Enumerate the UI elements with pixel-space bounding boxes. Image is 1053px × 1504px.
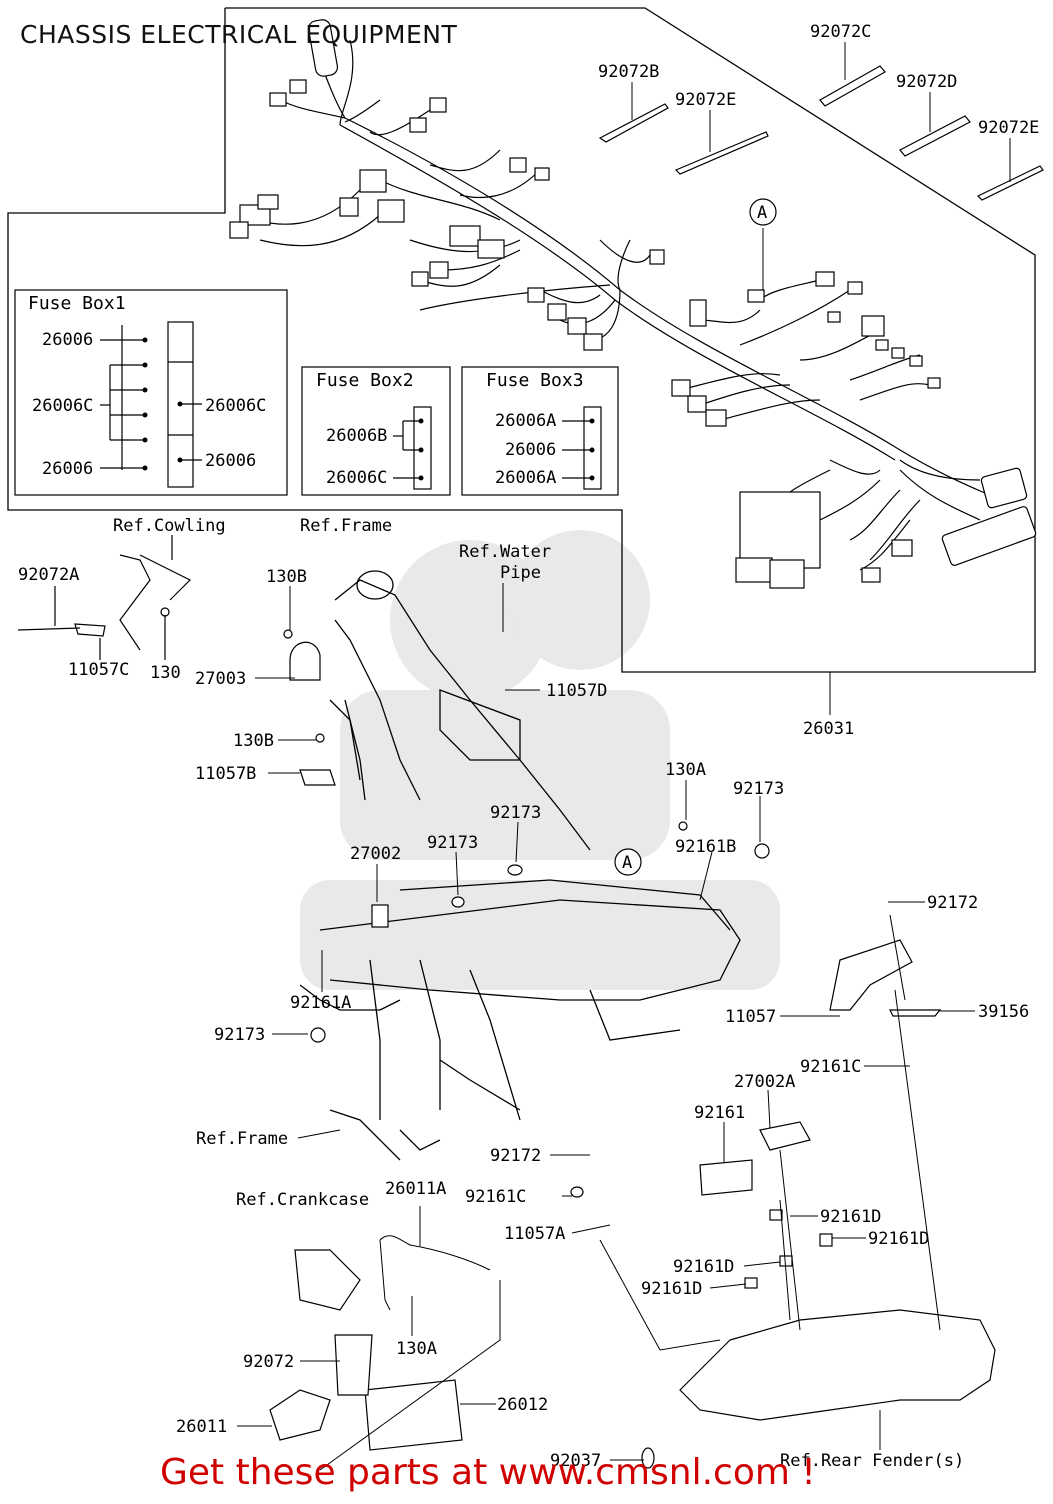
callout-27003: 27003 — [195, 669, 246, 689]
ref-water: Ref.Water — [459, 542, 551, 562]
ref-rear-fender: Ref.Rear Fender(s) — [780, 1451, 964, 1471]
cowling-bracket — [17, 535, 192, 660]
fuse-box-2-label: 26006C — [326, 468, 387, 488]
marker-a-top — [749, 198, 777, 226]
harness-connectors — [229, 19, 1037, 589]
callout-11057C: 11057C — [68, 660, 129, 680]
fuse-box-1-label: 26006C — [205, 396, 266, 416]
cable-ties — [598, 65, 1044, 201]
fuse-box-3 — [461, 366, 619, 496]
ref-pipe: Pipe — [500, 563, 541, 583]
callout-11057: 11057 — [725, 1007, 776, 1027]
callout-92172: 92172 — [927, 893, 978, 913]
callout-92072B: 92072B — [598, 62, 659, 82]
callout-11057D: 11057D — [546, 681, 607, 701]
fuse-box-3-title: Fuse Box3 — [486, 370, 584, 391]
marker-a-lower — [614, 848, 642, 876]
leader-lines — [631, 42, 1011, 715]
callout-92072E: 92072E — [978, 118, 1039, 138]
callout-92173: 92173 — [733, 779, 784, 799]
callout-27002A: 27002A — [734, 1072, 795, 1092]
callout-92161B: 92161B — [675, 837, 736, 857]
fuse-box-3-label: 26006A — [495, 411, 556, 431]
fuse-box-2-title: Fuse Box2 — [316, 370, 414, 391]
marker-a-label: A — [622, 853, 632, 873]
ref-cowling: Ref.Cowling — [113, 516, 226, 536]
right-leaders — [237, 901, 975, 1471]
callout-92173: 92173 — [427, 833, 478, 853]
callout-26011A: 26011A — [385, 1179, 446, 1199]
ref-frame: Ref.Frame — [196, 1129, 288, 1149]
callout-92161D: 92161D — [820, 1207, 881, 1227]
callout-26031: 26031 — [803, 719, 854, 739]
right-parts — [269, 939, 996, 1469]
callout-92161: 92161 — [694, 1103, 745, 1123]
ref-crankcase: Ref.Crankcase — [236, 1190, 369, 1210]
marker-a-label: A — [757, 203, 767, 223]
callout-130A: 130A — [396, 1339, 437, 1359]
frame-drawing — [299, 570, 741, 1161]
fuse-box-1-label: 26006C — [32, 396, 93, 416]
harness-outline — [7, 7, 1036, 673]
fuse-box-1-label: 26006 — [42, 330, 93, 350]
callout-130: 130 — [150, 663, 181, 683]
callout-92072E: 92072E — [675, 90, 736, 110]
ref-frame: Ref.Frame — [300, 516, 392, 536]
callout-92161C: 92161C — [800, 1057, 861, 1077]
callout-92161C: 92161C — [465, 1187, 526, 1207]
callout-26012: 26012 — [497, 1395, 548, 1415]
fuse-box-3-label: 26006 — [505, 440, 556, 460]
fuse-box-1 — [14, 289, 288, 496]
left-leaders — [255, 583, 761, 1139]
frame-fills — [74, 607, 770, 1043]
callout-92161D: 92161D — [673, 1257, 734, 1277]
fuse-box-2 — [301, 366, 451, 496]
callout-92072D: 92072D — [896, 72, 957, 92]
fuse-box-2-label: 26006B — [326, 426, 387, 446]
callout-92173: 92173 — [490, 803, 541, 823]
fuse-box-1-label: 26006 — [42, 459, 93, 479]
callout-11057A: 11057A — [504, 1224, 565, 1244]
callout-92161D: 92161D — [868, 1229, 929, 1249]
callout-130B: 130B — [233, 731, 274, 751]
callout-92072C: 92072C — [810, 22, 871, 42]
callout-27002: 27002 — [350, 844, 401, 864]
fuse-box-1-title: Fuse Box1 — [28, 293, 126, 314]
fuse-box-3-label: 26006A — [495, 468, 556, 488]
wiring-harness — [239, 39, 1001, 571]
fuse-box-1-label: 26006 — [205, 451, 256, 471]
callout-92037: 92037 — [550, 1451, 601, 1471]
callout-130B: 130B — [266, 567, 307, 587]
callout-130A: 130A — [665, 760, 706, 780]
promo-link[interactable]: Get these parts at www.cmsnl.com ! — [160, 1452, 816, 1493]
page-title: CHASSIS ELECTRICAL EQUIPMENT — [20, 20, 458, 49]
callout-92072: 92072 — [243, 1352, 294, 1372]
callout-92161A: 92161A — [290, 993, 351, 1013]
callout-39156: 39156 — [978, 1002, 1029, 1022]
callout-92173: 92173 — [214, 1025, 265, 1045]
callout-92172: 92172 — [490, 1146, 541, 1166]
callout-11057B: 11057B — [195, 764, 256, 784]
callout-26011: 26011 — [176, 1417, 227, 1437]
callout-92161D: 92161D — [641, 1279, 702, 1299]
callout-92072A: 92072A — [18, 565, 79, 585]
